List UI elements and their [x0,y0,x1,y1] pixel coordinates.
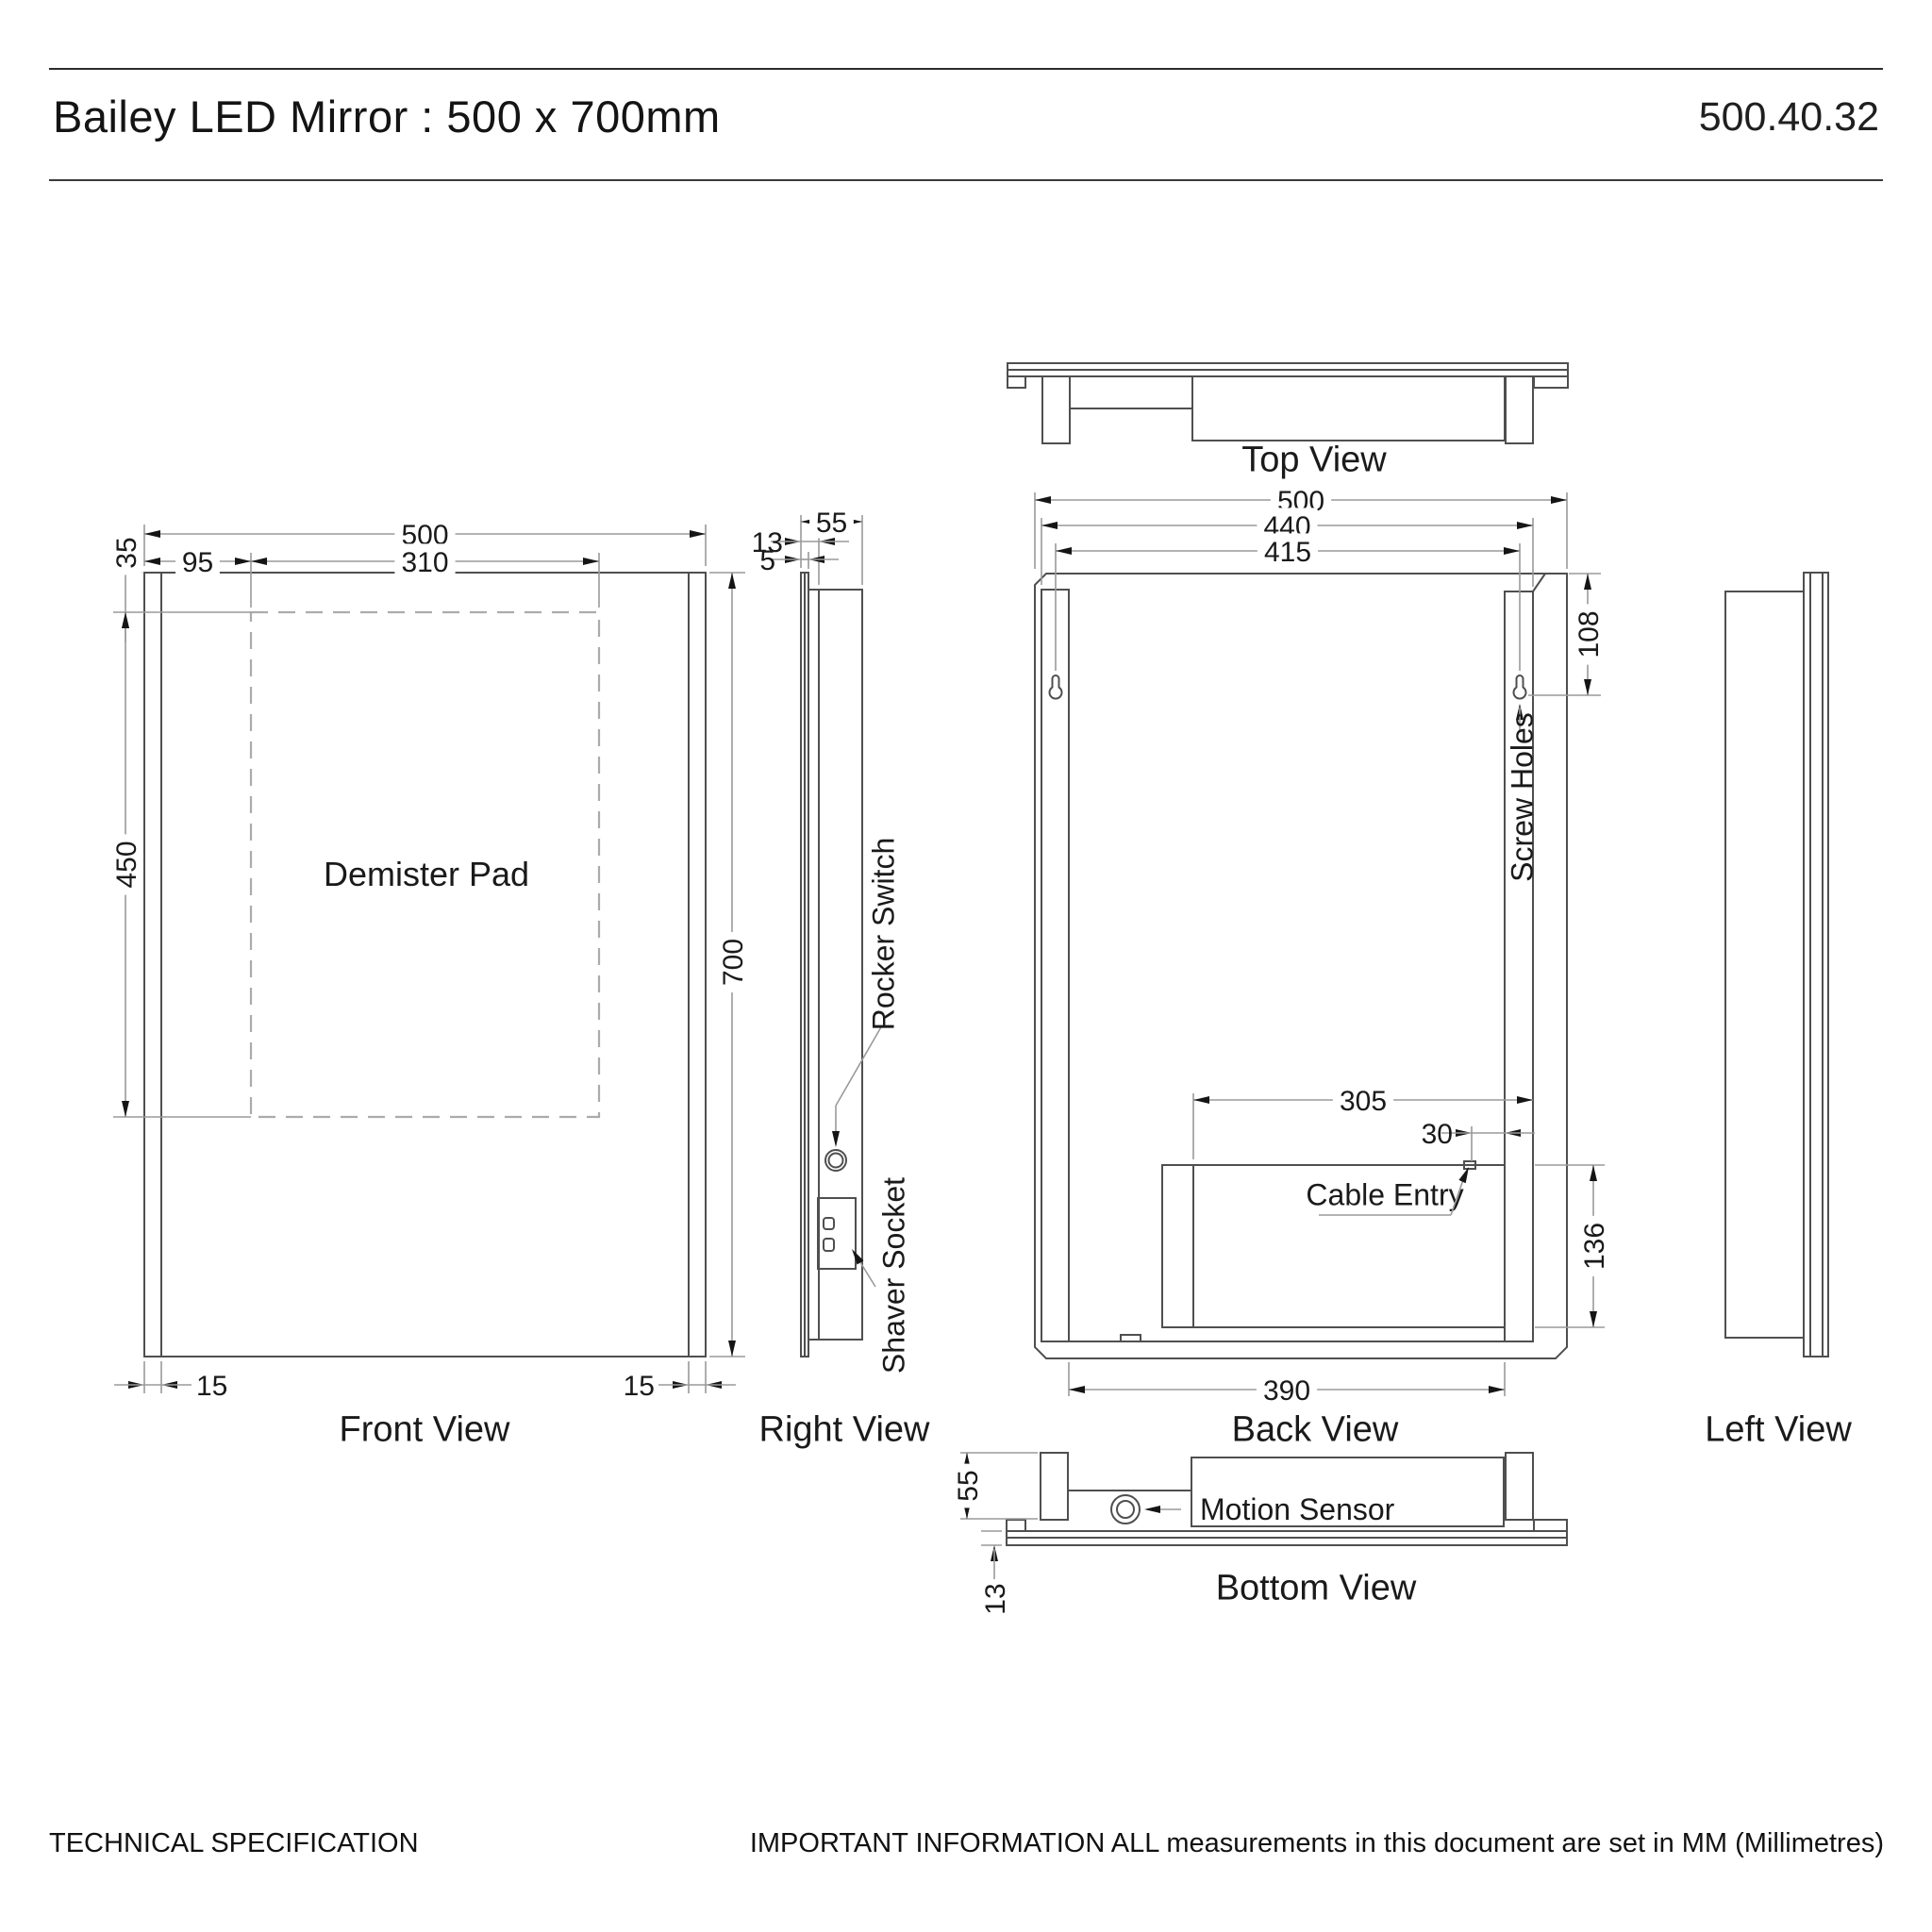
dim-left-strip: 15 [196,1371,227,1402]
cable-entry-leader-arrow [1458,1167,1469,1184]
demister-pad-outline [249,610,601,1119]
dim-driver-box-width: 390 [1263,1375,1310,1407]
dim-bottom-depth: 55 [953,1470,984,1501]
left-view-label: Left View [1705,1410,1852,1450]
demister-pad-label: Demister Pad [324,855,529,893]
dim-front-overall-height: 700 [718,939,749,986]
shaver-socket-label: Shaver Socket [877,1177,911,1374]
front-view-label: Front View [340,1410,510,1450]
left-view-glass [1803,572,1829,1357]
dim-glass-thickness: 13 [980,1583,1011,1614]
screw-keyhole [1512,675,1527,700]
cable-entry-notch [1463,1160,1476,1170]
motion-sensor-arrow [1144,1506,1160,1513]
bottom-driver-box [1191,1457,1505,1527]
shaver-pin-hole [823,1238,835,1252]
bottom-view-label: Bottom View [1216,1569,1417,1608]
footer: TECHNICAL SPECIFICATION IMPORTANT INFORM… [49,1828,1884,1859]
back-view-label: Back View [1232,1410,1399,1450]
rocker-switch-label: Rocker Switch [867,838,901,1031]
footer-left-text: TECHNICAL SPECIFICATION [49,1828,419,1858]
header-top-rule [49,68,1883,70]
right-view-body [808,589,863,1341]
bottom-notch [1120,1334,1141,1342]
back-left-bracket [1041,589,1070,1342]
front-view-mirror [143,572,707,1357]
top-right-bracket [1505,375,1534,444]
dim-demister-width: 310 [401,547,448,578]
screw-holes-label: Screw Holes [1506,712,1540,882]
dim-screw-hole-centers: 415 [1264,537,1311,568]
rocker-switch [824,1149,847,1172]
back-right-bracket [1504,591,1534,1342]
top-driver-box [1191,375,1506,441]
shaver-pin-hole [823,1217,835,1230]
driver-box [1161,1164,1506,1328]
cable-entry-label: Cable Entry [1306,1178,1463,1212]
dim-demister-left-offset: 95 [182,547,213,578]
top-view-label: Top View [1241,441,1387,480]
product-code: 500.40.32 [1698,94,1879,140]
header-bottom-rule [49,179,1883,181]
shaver-leader-arrow [852,1249,864,1265]
dim-demister-top-offset: 35 [111,537,142,568]
shaver-socket [817,1197,857,1270]
footer-right-text: IMPORTANT INFORMATION ALL measurements i… [749,1828,1884,1858]
dim-right-glass-gap: 13 [752,527,783,558]
dim-cable-to-bracket: 305 [1340,1086,1387,1117]
left-view-body [1724,591,1805,1339]
motion-sensor-label: Motion Sensor [1200,1492,1395,1526]
page-title: Bailey LED Mirror : 500 x 700mm [53,92,721,142]
dim-right-strip: 15 [624,1371,655,1402]
dim-right-depth: 55 [816,508,847,539]
right-view-label: Right View [759,1410,931,1450]
screw-keyhole [1048,675,1063,700]
dim-driver-box-height: 136 [1579,1223,1610,1270]
dim-demister-height: 450 [111,841,142,888]
dim-cable-offset: 30 [1422,1119,1453,1150]
rocker-leader-arrow [832,1131,840,1147]
dim-screw-hole-top-offset: 108 [1574,610,1605,658]
bottom-left-bracket [1040,1452,1069,1521]
back-view-panel [1034,573,1568,1359]
motion-sensor [1110,1494,1141,1524]
top-left-bracket [1041,375,1071,444]
bottom-right-bracket [1505,1452,1534,1521]
dim-right-glass: 5 [759,545,775,576]
